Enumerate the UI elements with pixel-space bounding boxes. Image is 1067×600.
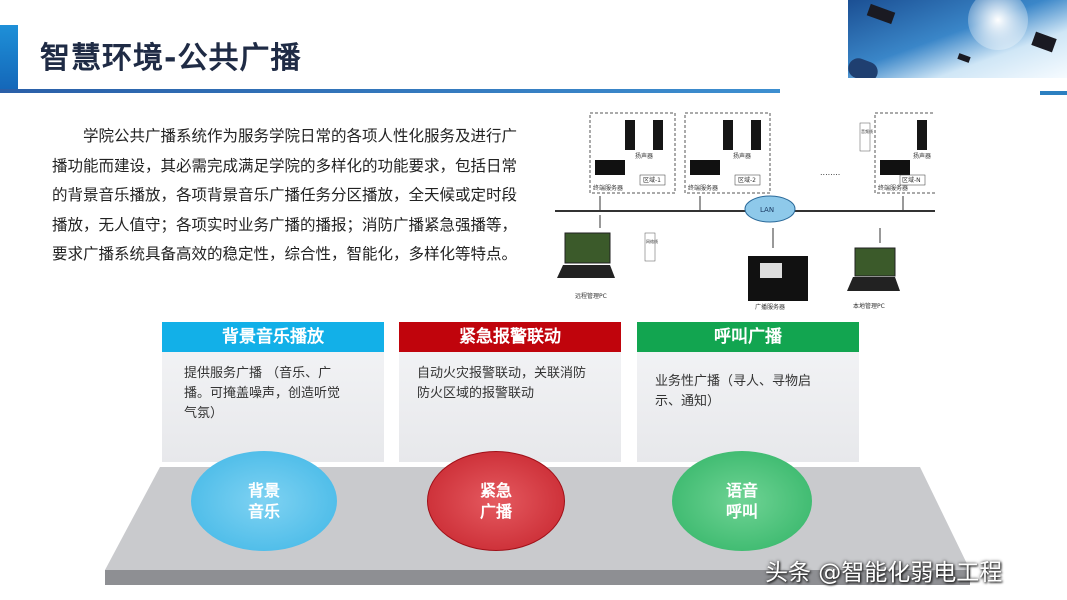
card-title: 呼叫广播: [637, 322, 859, 352]
svg-text:扬声器: 扬声器: [733, 152, 751, 160]
card-title: 紧急报警联动: [399, 322, 621, 352]
network-diagram: 扬声器 区域-1 终端服务器 扬声器 区域-2 终端服务器 ........ 扬…: [555, 112, 935, 311]
card-body: 提供服务广播 （音乐、广播。可掩盖噪声，创造听觉气氛）: [184, 366, 341, 421]
speaker-icon: [751, 120, 761, 150]
graduation-banner-image: [848, 0, 1067, 78]
terminal-icon: [595, 160, 625, 175]
zone-2: 扬声器 区域-2 终端服务器: [684, 112, 771, 211]
svg-text:区域-N: 区域-N: [902, 176, 921, 184]
circle-emergency-broadcast: 紧急广播: [427, 451, 565, 551]
page-title: 智慧环境-公共广播: [40, 41, 302, 76]
card-paging: 呼叫广播 业务性广播（寻人、寻物启示、通知）: [637, 322, 859, 462]
svg-text:广播服务器: 广播服务器: [755, 303, 785, 311]
svg-text:终端服务器: 终端服务器: [688, 184, 718, 192]
title-underline: [0, 89, 780, 93]
circle-voice-call: 语音呼叫: [672, 451, 812, 551]
svg-text:音频线: 音频线: [861, 128, 873, 134]
speaker-icon: [917, 120, 927, 150]
svg-text:远程管理PC: 远程管理PC: [575, 292, 607, 300]
watermark: 头条 @智能化弱电工程: [765, 560, 1003, 586]
terminal-icon: [880, 160, 910, 175]
laptop-icon: [557, 232, 615, 278]
card-body: 业务性广播（寻人、寻物启示、通知）: [655, 374, 812, 409]
circle-background-music: 背景音乐: [191, 451, 337, 551]
intro-paragraph: 学院公共广播系统作为服务学院日常的各项人性化服务及进行广播功能而建设，其必需完成…: [52, 127, 518, 263]
zone-1: 扬声器 区域-1 终端服务器: [589, 112, 676, 211]
svg-text:扬声器: 扬声器: [635, 152, 653, 160]
zone-n: 扬声器 区域-N 终端服务器 音频线: [859, 112, 935, 211]
speaker-icon: [625, 120, 635, 150]
lan-cloud-icon: LAN: [744, 195, 796, 223]
card-body: 自动火灾报警联动，关联消防防火区域的报警联动: [417, 366, 587, 401]
svg-text:扬声器: 扬声器: [913, 152, 931, 160]
svg-text:........: ........: [820, 168, 840, 177]
card-title: 背景音乐播放: [162, 322, 384, 352]
terminal-icon: [690, 160, 720, 175]
card-background-music: 背景音乐播放 提供服务广播 （音乐、广播。可掩盖噪声，创造听觉气氛）: [162, 322, 384, 462]
laptop-icon: [847, 247, 900, 291]
svg-text:网络线: 网络线: [646, 238, 658, 244]
svg-text:终端服务器: 终端服务器: [878, 184, 908, 192]
accent-line: [1040, 91, 1067, 95]
card-emergency-alarm: 紧急报警联动 自动火灾报警联动，关联消防防火区域的报警联动: [399, 322, 621, 462]
svg-text:本地管理PC: 本地管理PC: [853, 302, 885, 310]
svg-text:区域-1: 区域-1: [643, 176, 661, 184]
broadcast-server-icon: [748, 256, 808, 301]
svg-text:终端服务器: 终端服务器: [593, 184, 623, 192]
title-accent-bar: [0, 25, 18, 91]
speaker-icon: [653, 120, 663, 150]
speaker-icon: [723, 120, 733, 150]
svg-text:区域-2: 区域-2: [738, 176, 756, 184]
svg-text:LAN: LAN: [760, 206, 774, 214]
